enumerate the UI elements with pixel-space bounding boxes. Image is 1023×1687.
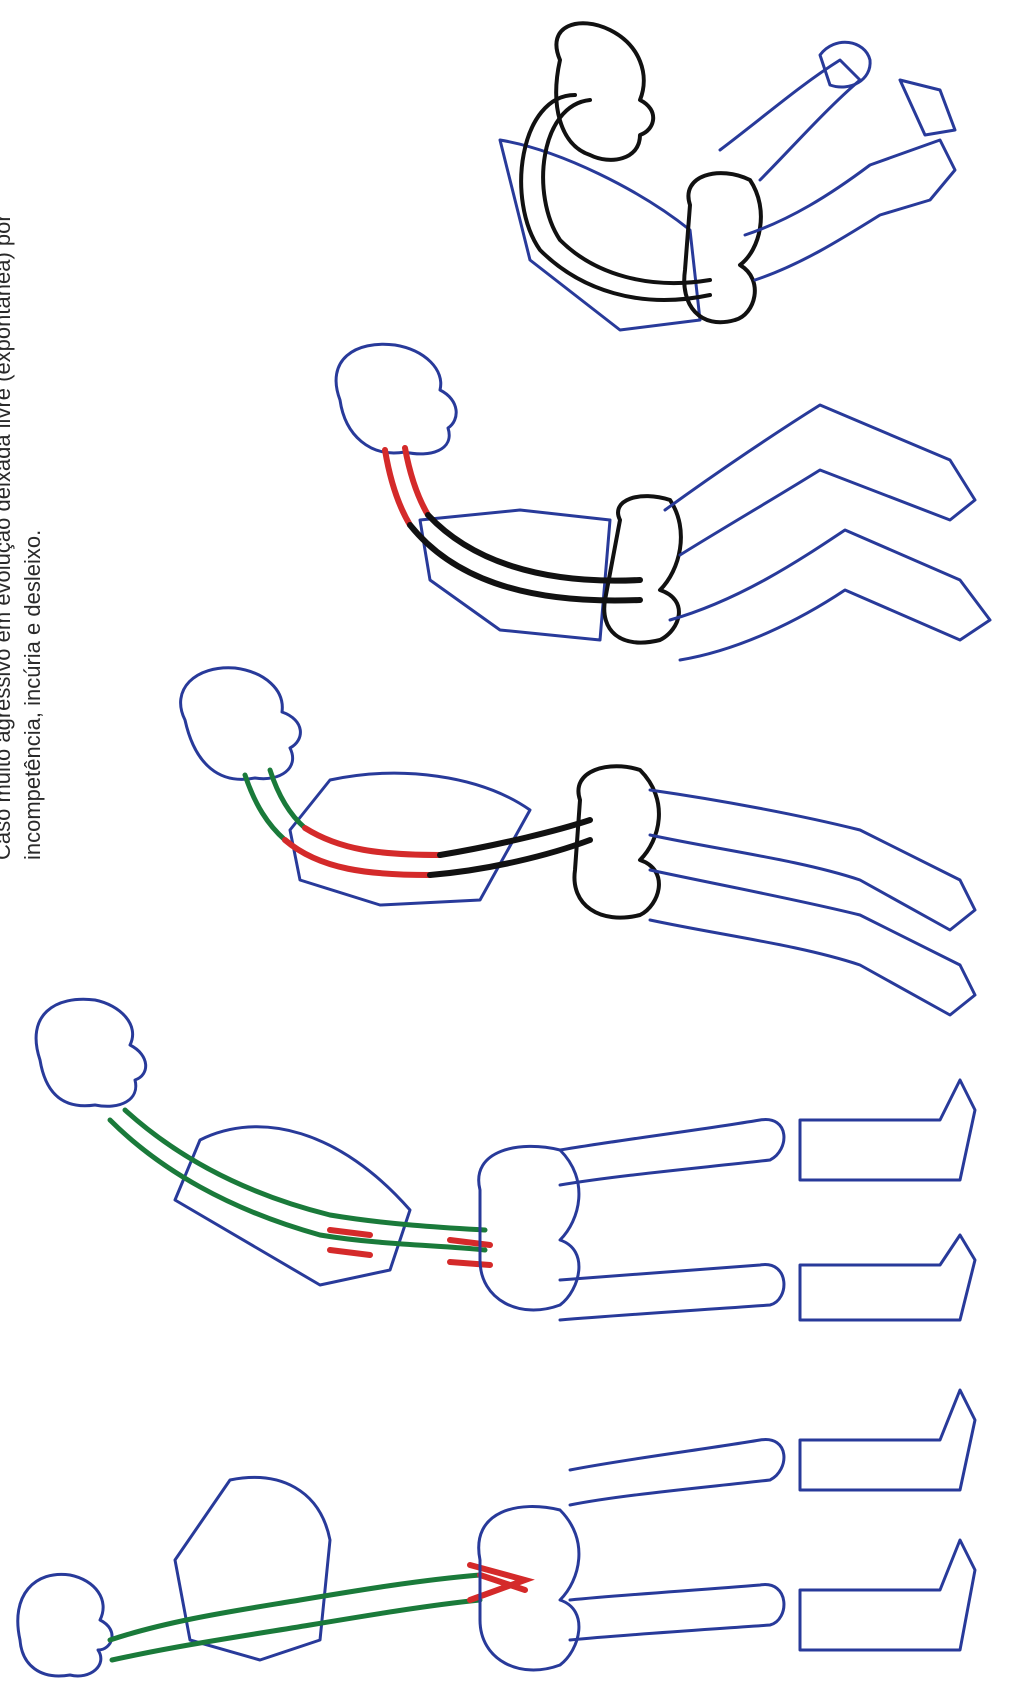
stage-2-spine-left <box>110 1120 485 1250</box>
stage-2-figure <box>36 999 975 1320</box>
stage-5-figure <box>500 23 955 330</box>
stage-1-left-tibia <box>800 1390 975 1490</box>
stage-5-pelvis <box>684 173 761 322</box>
stage-4-head <box>336 344 456 454</box>
stage-1-figure <box>18 1390 975 1676</box>
stage-1-right-femur <box>570 1585 784 1640</box>
stage-2-lesion-lower <box>330 1250 490 1265</box>
stage-2-head <box>36 999 146 1106</box>
stage-1-head <box>18 1574 112 1676</box>
stage-4-lower-leg <box>670 530 990 660</box>
stage-1-lesion <box>470 1565 525 1600</box>
stage-2-left-tibia <box>800 1080 975 1180</box>
stage-5-head <box>556 23 653 160</box>
stage-4-spine-red-right <box>405 448 428 515</box>
stage-2-spine-right <box>125 1110 485 1230</box>
stage-5-leg-upper <box>720 60 860 180</box>
stage-2-right-tibia <box>800 1235 975 1320</box>
stage-1-spine-right <box>112 1600 480 1660</box>
stage-3-head <box>181 668 301 780</box>
stage-3-spine-red-right <box>305 828 440 855</box>
stage-3-figure <box>181 668 975 1015</box>
stage-2-right-femur <box>560 1265 784 1320</box>
stage-4-upper-leg <box>665 405 975 555</box>
stage-3-spine-red-left <box>285 840 430 875</box>
stage-1-left-femur <box>570 1440 784 1505</box>
stage-2-left-femur <box>560 1120 784 1185</box>
stage-4-figure <box>336 344 990 660</box>
stage-4-thorax <box>420 510 610 640</box>
stage-3-spine-green-left <box>245 775 285 840</box>
stage-3-left-leg <box>650 790 975 930</box>
stage-2-pelvis <box>479 1146 579 1310</box>
stage-3-right-leg <box>650 870 975 1015</box>
stage-5-foot <box>900 80 955 135</box>
stage-5-spine-outer <box>521 95 710 300</box>
stage-1-right-tibia <box>800 1540 975 1650</box>
